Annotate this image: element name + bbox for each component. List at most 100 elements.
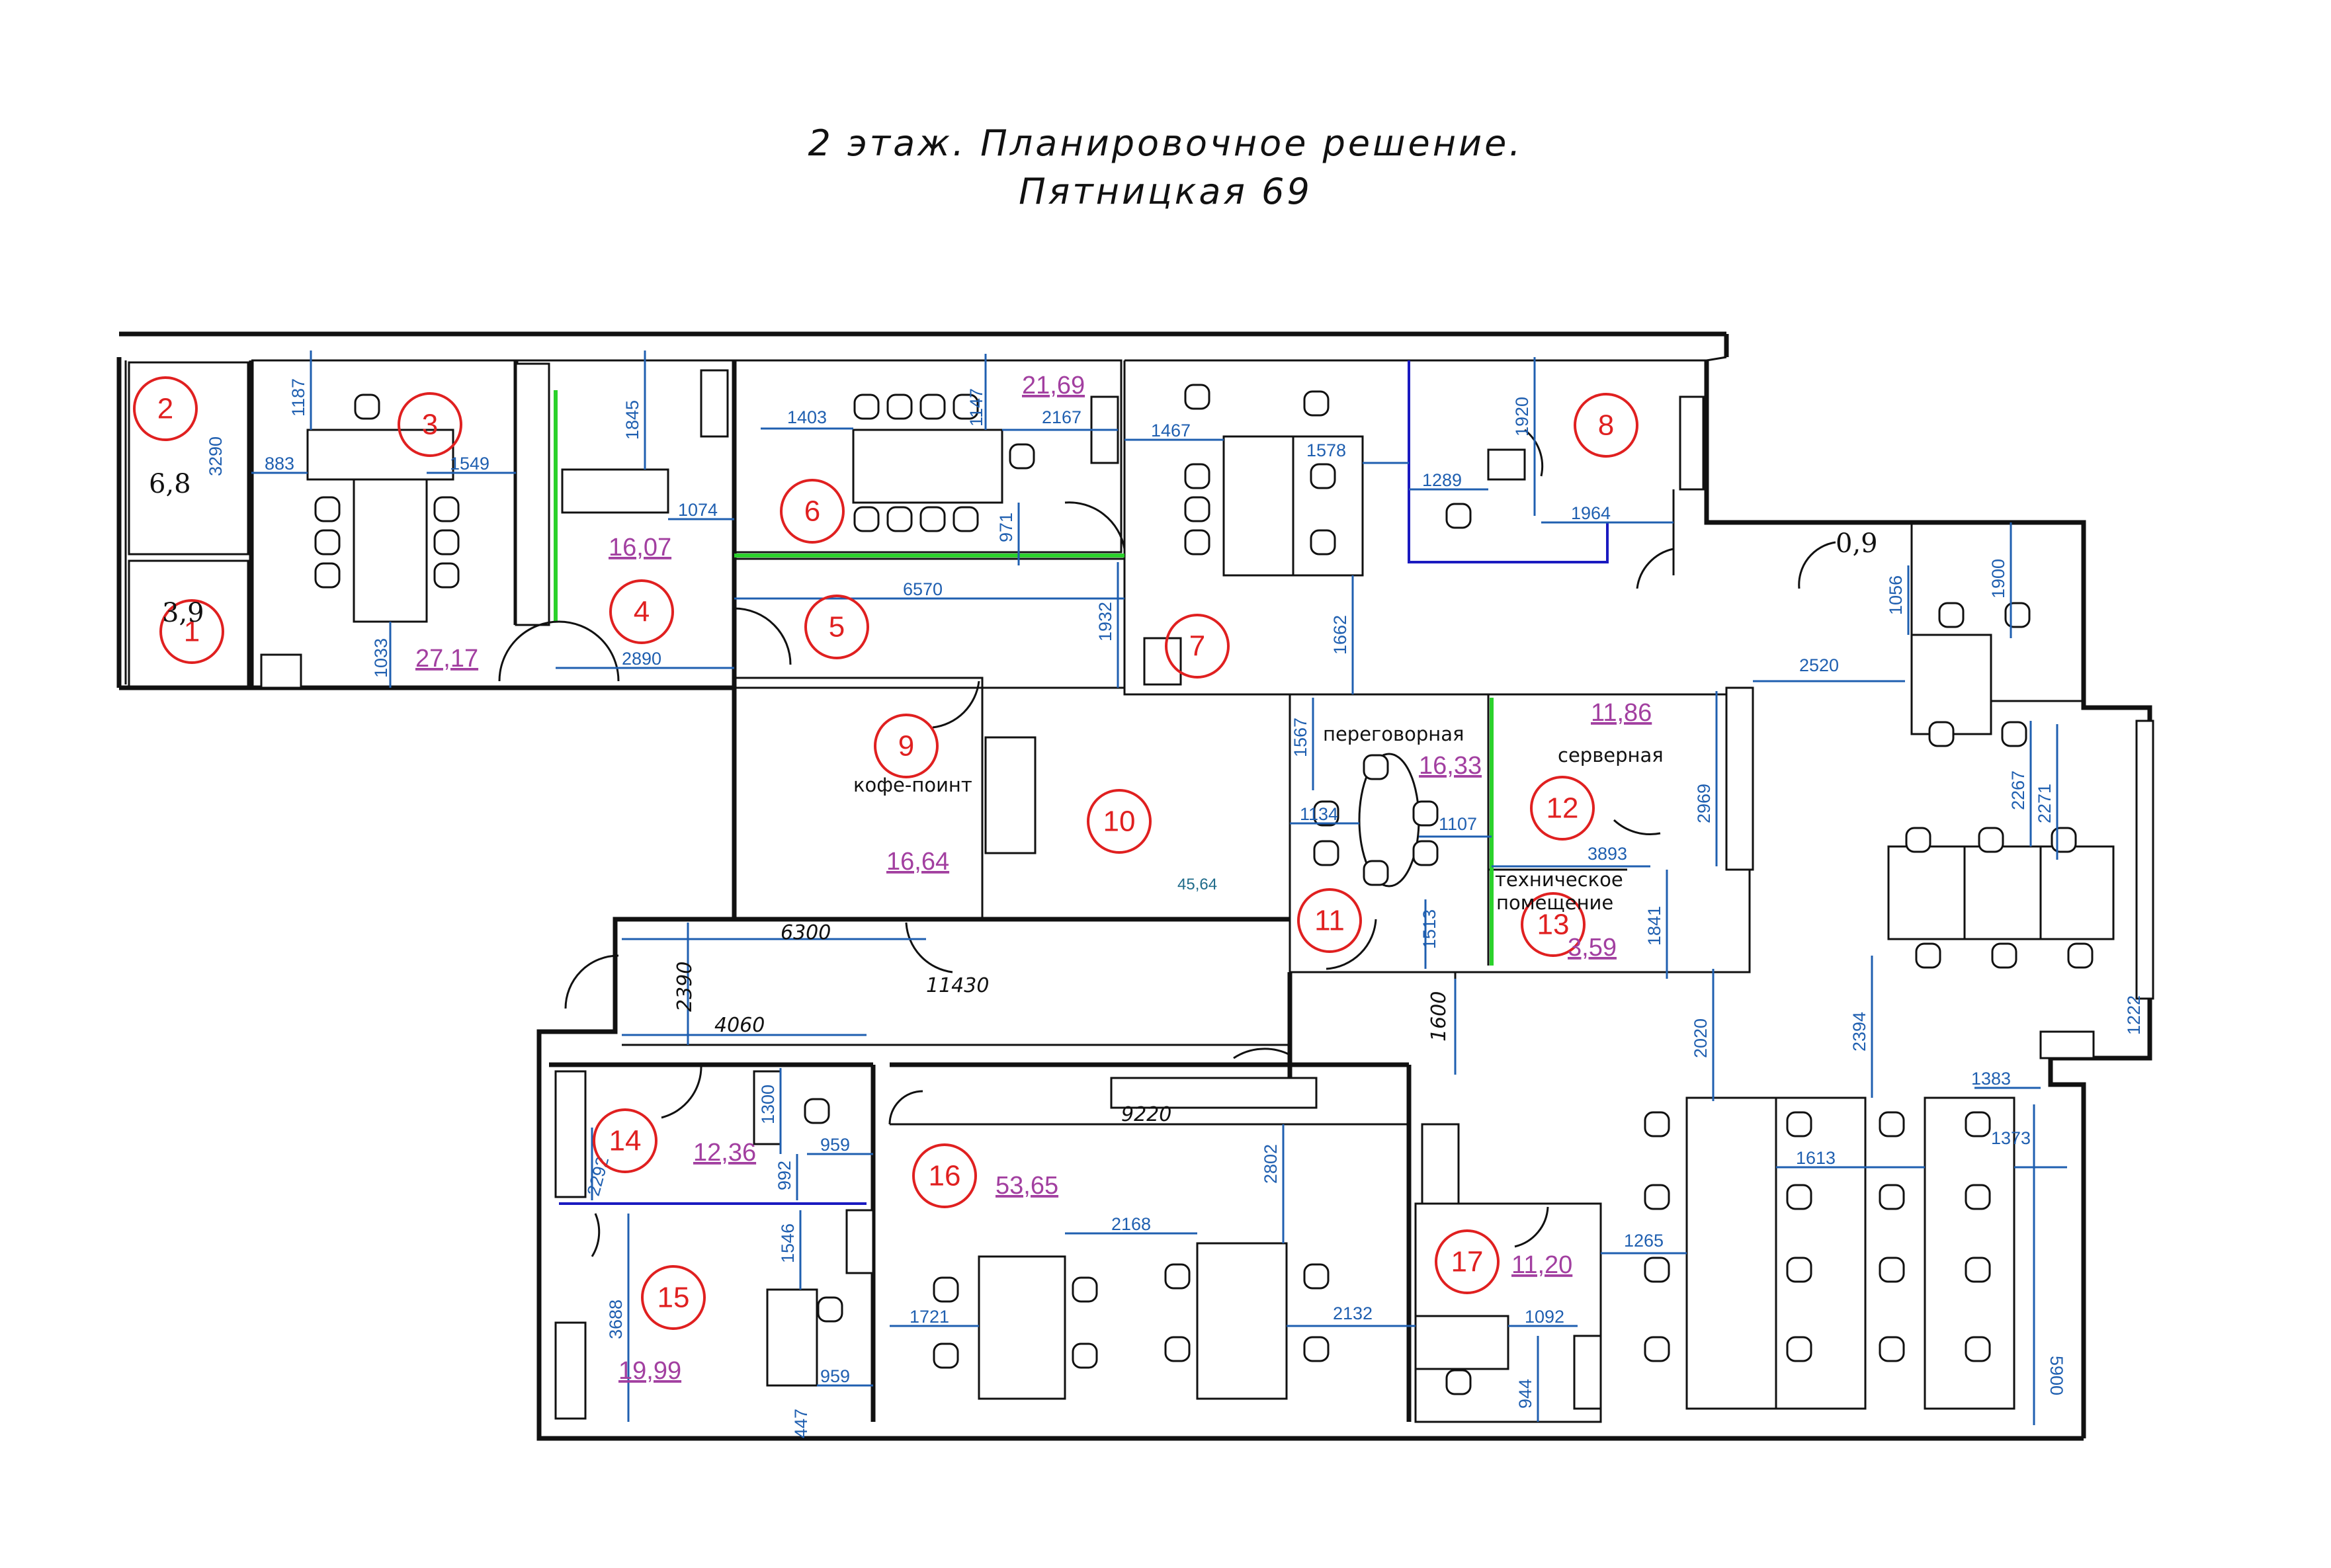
- chair-icon: [433, 562, 460, 589]
- dim-label: 2271: [2035, 784, 2055, 823]
- room-10-area: 45,64: [1177, 876, 1217, 893]
- svg-text:15: 15: [657, 1282, 690, 1314]
- dim-label: 1033: [371, 638, 391, 678]
- dim-label: 1403: [787, 407, 827, 427]
- chair-icon: [1303, 390, 1330, 417]
- chair-icon: [314, 529, 341, 556]
- dim-label: 2520: [1799, 655, 1839, 675]
- room-9-area: 16,64: [886, 848, 949, 876]
- svg-text:3: 3: [422, 409, 438, 441]
- chair-icon: [886, 393, 913, 420]
- chair-icon: [2004, 602, 2031, 628]
- dim-label: 2890: [622, 649, 661, 669]
- dim-label: 2168: [1111, 1214, 1151, 1234]
- chair-icon: [2067, 942, 2094, 969]
- dim-label: 1578: [1306, 440, 1346, 460]
- svg-text:2: 2: [157, 393, 173, 425]
- furniture: [260, 362, 2154, 1420]
- chair-icon: [1644, 1184, 1670, 1210]
- chair-icon: [2051, 827, 2077, 853]
- room-13-label-2: помещение: [1496, 891, 1613, 914]
- svg-text:1: 1: [184, 616, 200, 648]
- svg-text:13: 13: [1537, 909, 1570, 941]
- room-12-area: 11,86: [1591, 699, 1652, 727]
- extra-area: 0,9: [1836, 528, 1878, 559]
- room-areas: 3,9 6,8 27,17 16,07 21,69 кофе-поинт 16,…: [149, 372, 1878, 1385]
- dim-label: 971: [996, 513, 1016, 542]
- chair-icon: [933, 1342, 959, 1369]
- chair-icon: [919, 506, 946, 532]
- room-9-marker: 9: [874, 714, 939, 778]
- room-4-marker: 4: [609, 579, 674, 644]
- dim-label: 959: [820, 1135, 850, 1155]
- room-6-area: 21,69: [1022, 372, 1085, 399]
- chair-icon: [1786, 1336, 1812, 1362]
- chair-icon: [1303, 1336, 1330, 1362]
- dim-label: 2390: [673, 962, 697, 1012]
- dim-label: 1092: [1525, 1307, 1564, 1327]
- dim-label: 1107: [1439, 814, 1477, 834]
- chair-icon: [1412, 840, 1439, 866]
- dim-label: 2802: [1261, 1144, 1281, 1184]
- dim-label: 1056: [1886, 575, 1906, 615]
- dim-label: 1964: [1571, 503, 1611, 523]
- room-10-marker: 10: [1087, 789, 1152, 854]
- svg-text:7: 7: [1189, 630, 1205, 663]
- room-6-marker: 6: [780, 479, 845, 544]
- dim-label: 1222: [2124, 995, 2144, 1035]
- room-15-area: 19,99: [618, 1357, 681, 1385]
- chair-icon: [1786, 1111, 1812, 1137]
- dim-label: 1900: [1988, 559, 2008, 598]
- dim-label: 2020: [1691, 1018, 1711, 1058]
- chair-icon: [1915, 942, 1941, 969]
- chair-icon: [1965, 1111, 1991, 1137]
- chair-icon: [953, 506, 979, 532]
- chair-icon: [953, 393, 979, 420]
- plan-title: 2 этаж. Планировочное решение.: [808, 122, 1523, 164]
- chair-icon: [919, 393, 946, 420]
- dim-label: 1383: [1971, 1069, 2011, 1089]
- room-1-marker: 1: [159, 599, 224, 664]
- dimension-lines: [251, 351, 2067, 1425]
- chair-icon: [314, 562, 341, 589]
- chair-icon: [1313, 800, 1339, 827]
- chair-icon: [1009, 443, 1035, 470]
- chair-icon: [433, 529, 460, 556]
- plan-subtitle: Пятницкая 69: [1019, 171, 1312, 212]
- dim-label: 3893: [1588, 844, 1627, 864]
- chair-icon: [1184, 463, 1210, 489]
- dim-label: 1289: [1422, 470, 1462, 490]
- room-7-marker: 7: [1165, 614, 1230, 679]
- dim-label: 959: [820, 1366, 850, 1386]
- dim-label: 1932: [1095, 602, 1115, 641]
- room-11-area: 16,33: [1419, 752, 1482, 780]
- room-12-label: серверная: [1558, 744, 1664, 766]
- chair-icon: [2001, 721, 2027, 747]
- svg-text:9: 9: [898, 730, 914, 763]
- chair-icon: [1184, 529, 1210, 556]
- chair-icon: [1978, 827, 2004, 853]
- chairs: [314, 384, 2094, 1395]
- room-4-area: 16,07: [609, 534, 671, 561]
- room-16-area: 53,65: [996, 1172, 1058, 1200]
- chair-icon: [1965, 1184, 1991, 1210]
- svg-text:12: 12: [1547, 792, 1579, 825]
- chair-icon: [1164, 1336, 1191, 1362]
- doors: [498, 429, 1836, 1257]
- dim-label: 2969: [1694, 784, 1714, 823]
- dim-label: 9220: [1121, 1103, 1171, 1126]
- chair-icon: [1072, 1276, 1098, 1303]
- room-9-label: кофе-поинт: [853, 774, 972, 796]
- dim-label: 2167: [1042, 407, 1081, 427]
- chair-icon: [314, 496, 341, 522]
- chair-icon: [1412, 800, 1439, 827]
- chair-icon: [433, 496, 460, 522]
- dim-label: 2394: [1849, 1012, 1869, 1052]
- chair-icon: [1184, 384, 1210, 410]
- dim-label: 4060: [714, 1014, 765, 1037]
- dim-label: 1721: [910, 1307, 949, 1327]
- dim-label: 1074: [678, 500, 718, 520]
- dim-label: 1841: [1644, 906, 1664, 946]
- room-13-area: 3,59: [1568, 934, 1617, 962]
- dim-label: 6300: [781, 921, 831, 944]
